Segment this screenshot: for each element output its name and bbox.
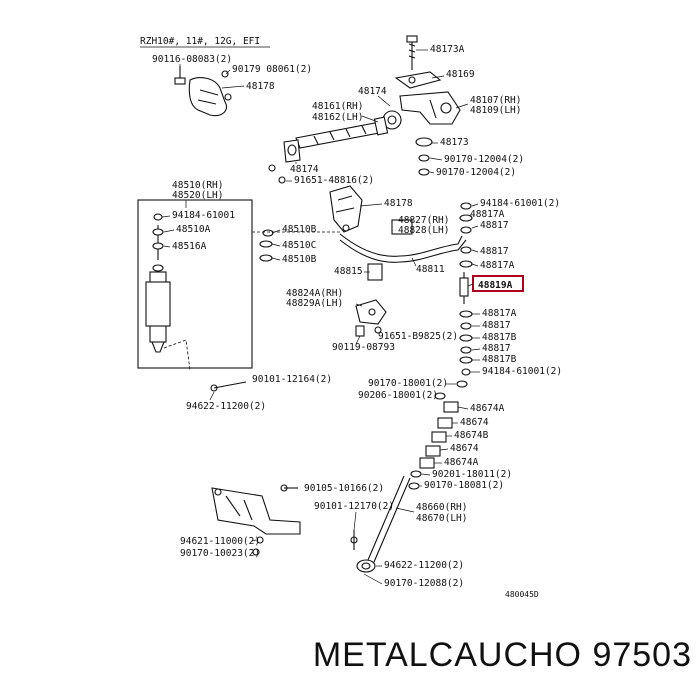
label-48674B: 48674B bbox=[454, 430, 489, 441]
label-48817-c: 48817 bbox=[482, 320, 511, 331]
label-48674A-b: 48674A bbox=[444, 457, 479, 468]
label-48107: 48107(RH) bbox=[470, 95, 521, 106]
model-header: RZH10#, 11#, 12G, EFI bbox=[140, 36, 260, 47]
label-48516A: 48516A bbox=[172, 241, 207, 252]
bracket-48169 bbox=[394, 71, 442, 89]
upper-mount-parts bbox=[252, 229, 340, 262]
bracket-48178 bbox=[329, 185, 363, 233]
label-48817B-a: 48817B bbox=[482, 332, 517, 343]
label-48670: 48670(LH) bbox=[416, 513, 467, 524]
label-48169: 48169 bbox=[446, 69, 475, 80]
upper-left-bracket bbox=[188, 70, 232, 117]
label-48817A-b: 48817A bbox=[480, 260, 515, 271]
label-94622-a: 94622-11200(2) bbox=[186, 401, 266, 412]
stabilizer-bar-48811 bbox=[339, 219, 467, 281]
label-48817B-b: 48817B bbox=[482, 354, 517, 365]
label-48178-b: 48178 bbox=[384, 198, 413, 209]
label-91651: 91651-48816(2) bbox=[294, 175, 374, 186]
label-48817-d: 48817 bbox=[482, 343, 511, 354]
lower-left-bracket bbox=[211, 487, 301, 556]
label-48109: 48109(LH) bbox=[470, 105, 521, 116]
label-48174-a: 48174 bbox=[358, 86, 387, 97]
lateral-rod-bushings bbox=[408, 380, 468, 490]
label-90105: 90105-10166(2) bbox=[304, 483, 384, 494]
highlight-box bbox=[472, 275, 524, 292]
bolt-91651 bbox=[268, 164, 286, 184]
label-90201: 90201-18011(2) bbox=[432, 469, 512, 480]
shock-absorber bbox=[145, 213, 191, 371]
label-48817-a: 48817 bbox=[480, 220, 509, 231]
label-48674-b: 48674 bbox=[450, 443, 479, 454]
label-90119: 90119-08793 bbox=[332, 342, 395, 353]
label-48161: 48161(RH) bbox=[312, 101, 363, 112]
label-48674-a: 48674 bbox=[460, 417, 489, 428]
label-48162: 48162(LH) bbox=[312, 112, 363, 123]
label-90116: 90116-08083(2) bbox=[152, 54, 232, 65]
label-48828: 48828(LH) bbox=[398, 225, 449, 236]
label-48824A: 48824A(RH) bbox=[286, 288, 343, 299]
label-90170-10023: 90170-10023(2) bbox=[180, 548, 260, 559]
stabilizer-link-48819A bbox=[459, 272, 469, 304]
shock-lower-bolt bbox=[210, 381, 247, 392]
label-48178-a: 48178 bbox=[246, 81, 275, 92]
label-48811: 48811 bbox=[416, 264, 445, 275]
label-48520: 48520(LH) bbox=[172, 190, 223, 201]
label-48660: 48660(RH) bbox=[416, 502, 467, 513]
label-48829A: 48829A(LH) bbox=[286, 298, 343, 309]
label-90101-b: 90101-12170(2) bbox=[314, 501, 394, 512]
shock-absorber-box bbox=[137, 199, 253, 369]
label-94184-a: 94184-61001 bbox=[172, 210, 235, 221]
right-link-upper bbox=[459, 202, 473, 268]
figure-number: 480045D bbox=[505, 590, 539, 599]
label-48173: 48173 bbox=[440, 137, 469, 148]
label-91651-b: 91651-B9825(2) bbox=[378, 331, 458, 342]
label-48173A: 48173A bbox=[430, 44, 465, 55]
mount-bolt-48173A bbox=[406, 35, 418, 70]
label-94622-b: 94622-11200(2) bbox=[384, 560, 464, 571]
label-48817-b: 48817 bbox=[480, 246, 509, 257]
label-48510A: 48510A bbox=[176, 224, 211, 235]
label-48819A: 48819A bbox=[478, 280, 513, 291]
label-94184-b: 94184-61001(2) bbox=[480, 198, 560, 209]
lateral-rod-48660 bbox=[350, 475, 411, 573]
label-48817A-c: 48817A bbox=[482, 308, 517, 319]
label-90170-12004-a: 90170-12004(2) bbox=[444, 154, 524, 165]
label-90206: 90206-18001(2) bbox=[358, 390, 438, 401]
bracket-48107 bbox=[382, 91, 461, 130]
bracket-48824A bbox=[355, 299, 387, 337]
label-48815: 48815 bbox=[334, 266, 363, 277]
label-48510B-a: 48510B bbox=[282, 224, 317, 235]
label-48510: 48510(RH) bbox=[172, 180, 223, 191]
label-90101-a: 90101-12164(2) bbox=[252, 374, 332, 385]
brand-part-number: METALCAUCHO 97503 bbox=[312, 636, 692, 674]
label-48817A-a: 48817A bbox=[470, 209, 505, 220]
label-90170-12004-b: 90170-12004(2) bbox=[436, 167, 516, 178]
label-94184-c: 94184-61001(2) bbox=[482, 366, 562, 377]
label-90179: 90179 08061(2) bbox=[232, 64, 312, 75]
label-94621: 94621-11000(2) bbox=[180, 536, 260, 547]
label-48174-b: 48174 bbox=[290, 164, 319, 175]
right-link-lower bbox=[459, 310, 473, 376]
label-48510B-b: 48510B bbox=[282, 254, 317, 265]
label-90170-18081: 90170-18081(2) bbox=[424, 480, 504, 491]
shaft-48161 bbox=[295, 116, 389, 149]
bushing-48174 bbox=[283, 139, 301, 163]
label-90170-12088: 90170-12088(2) bbox=[384, 578, 464, 589]
label-48674A-a: 48674A bbox=[470, 403, 505, 414]
bolt-90105 bbox=[280, 484, 298, 492]
label-90170-18001: 90170-18001(2) bbox=[368, 378, 448, 389]
bushing-48173 bbox=[415, 137, 433, 176]
label-48510C: 48510C bbox=[282, 240, 316, 251]
label-48827: 48827(RH) bbox=[398, 215, 449, 226]
